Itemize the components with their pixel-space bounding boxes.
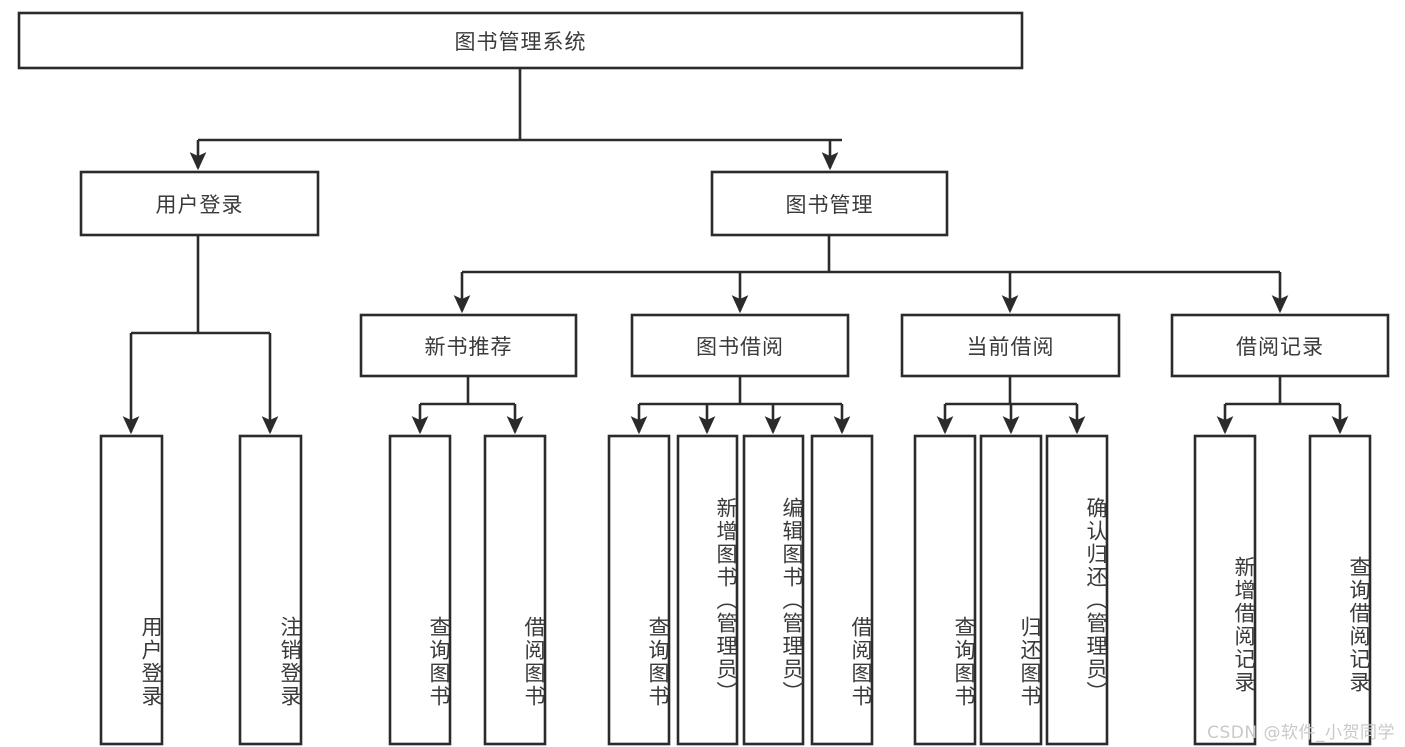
- node-leaf-logout-login[interactable]: [238, 434, 303, 746]
- node-leaf-user-login[interactable]: [99, 434, 164, 746]
- node-leaf-query-book-1[interactable]: [388, 434, 452, 746]
- node-leaf-query-book-2[interactable]: [607, 434, 671, 746]
- node-leaf-query-record[interactable]: [1308, 434, 1372, 746]
- node-book-borrow[interactable]: [630, 313, 850, 378]
- node-leaf-borrow-book-1[interactable]: [483, 434, 547, 746]
- node-leaf-edit-book[interactable]: [742, 434, 805, 746]
- node-leaf-borrow-book-2[interactable]: [810, 434, 874, 746]
- node-new-book-recommend[interactable]: [359, 313, 578, 378]
- node-user-login[interactable]: [79, 170, 320, 237]
- node-leaf-query-book-3[interactable]: [913, 434, 977, 746]
- node-leaf-confirm-return[interactable]: [1045, 434, 1109, 746]
- edge-current-borrow-to-leaves: [936, 376, 1086, 435]
- edge-new-book-to-leaves: [411, 376, 524, 435]
- node-leaf-return-book[interactable]: [979, 434, 1043, 746]
- node-root[interactable]: [17, 11, 1024, 70]
- edge-borrow-record-to-leaves: [1216, 376, 1349, 435]
- watermark: CSDN @软件_小贺同学: [1207, 723, 1395, 743]
- node-borrow-record[interactable]: [1170, 313, 1390, 378]
- node-leaf-add-record[interactable]: [1193, 434, 1257, 746]
- edge-book-borrow-to-leaves: [630, 376, 851, 435]
- edge-root-to-level1: [189, 68, 842, 171]
- edge-book-manage-to-level2: [453, 235, 1289, 314]
- node-leaf-add-book[interactable]: [676, 434, 739, 746]
- edge-user-login-to-leaves: [122, 235, 279, 435]
- node-current-borrow[interactable]: [900, 313, 1121, 378]
- node-book-manage[interactable]: [710, 170, 949, 237]
